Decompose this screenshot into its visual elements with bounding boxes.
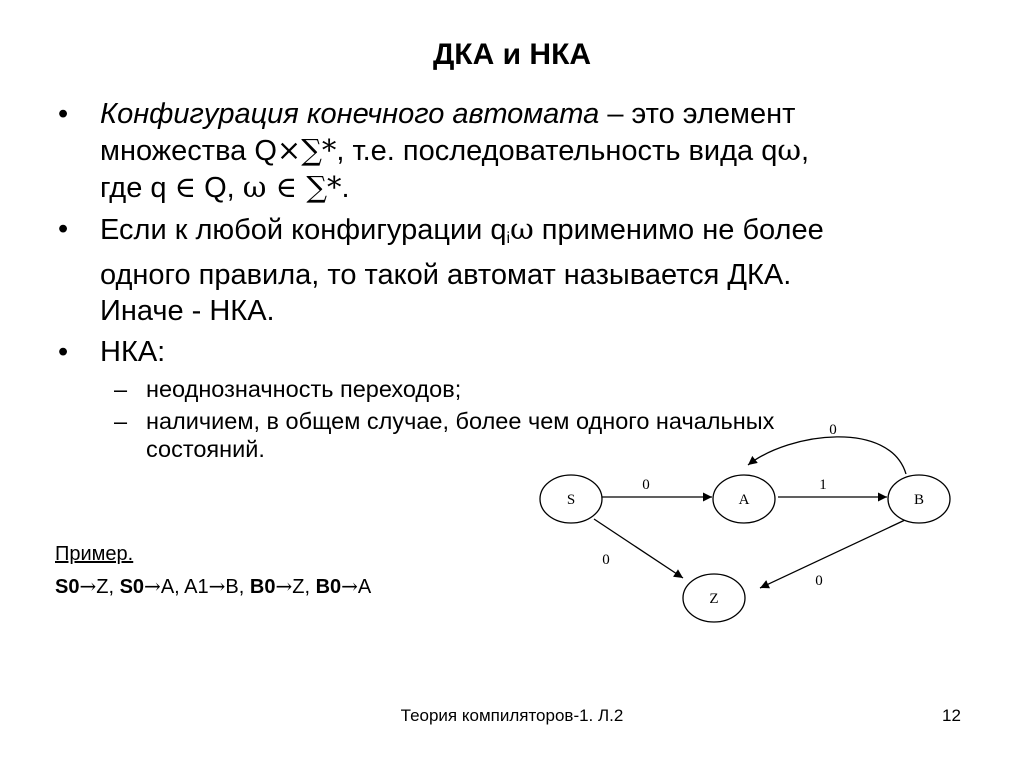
- rule-lhs: B0: [315, 576, 342, 598]
- bullet-list: • Конфигурация конечного автомата – это …: [58, 96, 958, 463]
- rule: B0→A: [315, 574, 372, 598]
- example-rules: S0→Z, S0→A, A1→B, B0→Z, B0→A: [55, 570, 371, 603]
- state-b-node: [887, 474, 951, 524]
- page-number: 12: [942, 706, 961, 725]
- bullet-marker: •: [58, 336, 69, 368]
- transition-b-z-arrow: [759, 519, 906, 589]
- arrow-icon: →: [341, 574, 358, 598]
- state-b-label: B: [914, 492, 924, 508]
- rule-lhs: S0: [119, 576, 145, 598]
- term-configuration: Конфигурация конечного автомата: [100, 98, 600, 130]
- sigma-star-symbol: ∑*: [301, 133, 337, 167]
- transition-s-a-label: 0: [642, 477, 650, 493]
- state-s-node: [539, 474, 603, 524]
- omega-symbol: ω: [510, 212, 534, 246]
- rule-separator: ,: [174, 576, 185, 598]
- bullet-line: одного правила, то такой автомат называе…: [100, 259, 792, 291]
- arrow-icon: →: [275, 574, 293, 598]
- arrow-icon: →: [79, 574, 97, 598]
- example-block: Пример. S0→Z, S0→A, A1→B, B0→Z, B0→A: [55, 538, 371, 603]
- sigma-star-symbol: ∑*: [306, 170, 342, 204]
- bullet-line: множества Q×∑*, т.е. последовательность …: [100, 132, 958, 169]
- transition-s-z-label: 0: [602, 552, 610, 568]
- rule-rhs: B: [225, 576, 239, 598]
- slide-title: ДКА и НКА: [432, 38, 592, 71]
- text-segment: , т.е. последовательность вида q: [336, 135, 778, 167]
- sub-item-ambiguity: – неоднозначность переходов;: [58, 375, 958, 403]
- sub-item-line: неоднозначность переходов;: [146, 376, 462, 402]
- rule-rhs: A: [160, 576, 175, 598]
- state-a-label: A: [739, 492, 750, 508]
- times-symbol: ×: [276, 133, 302, 167]
- sub-item-line: наличием, в общем случае, более чем одно…: [146, 408, 775, 434]
- dash-marker: –: [114, 408, 128, 434]
- bullet-configuration: • Конфигурация конечного автомата – это …: [58, 96, 958, 206]
- bullet-line: Конфигурация конечного автомата – это эл…: [100, 96, 958, 132]
- arrow-icon: →: [144, 574, 161, 598]
- rule: A1→B,: [184, 574, 250, 598]
- bullet-marker: •: [58, 213, 69, 245]
- rule: S0→A,: [119, 574, 185, 598]
- example-label: Пример.: [55, 543, 134, 565]
- state-z-label: Z: [709, 591, 718, 607]
- rule-rhs: Z: [292, 576, 305, 598]
- text-segment: Если к любой конфигурации q: [100, 214, 507, 246]
- element-of-symbol: ∈: [266, 170, 307, 204]
- state-s-label: S: [567, 492, 575, 508]
- bullet-dfa-definition: • Если к любой конфигурации qiω применим…: [58, 211, 958, 329]
- text-segment: где q: [100, 172, 175, 204]
- bullet-line: НКА:: [100, 336, 166, 368]
- rule-separator: ,: [238, 576, 250, 598]
- dash-marker: –: [114, 376, 128, 402]
- text-segment: Q,: [196, 172, 243, 204]
- element-of-symbol: ∈: [174, 170, 197, 204]
- bullet-nfa: • НКА:: [58, 334, 958, 370]
- bullet-marker: •: [58, 98, 69, 130]
- rule-rhs: A: [357, 576, 372, 598]
- omega-symbol: ω: [242, 170, 267, 204]
- text-segment: ,: [801, 135, 810, 167]
- text-segment: применимо не более: [533, 214, 824, 246]
- transition-s-z-arrow: [593, 518, 684, 579]
- transition-b-z-label: 0: [815, 573, 823, 589]
- transition-b-a-arrow: [747, 436, 907, 475]
- rule-lhs: A1: [184, 576, 209, 598]
- omega-symbol: ω: [777, 133, 801, 167]
- footer-course-title: Теория компиляторов-1. Л.2: [400, 706, 624, 725]
- transition-a-b-label: 1: [819, 477, 827, 493]
- text-segment: – это элемент: [599, 98, 796, 130]
- bullet-line: Если к любой конфигурации qiω применимо …: [100, 211, 958, 257]
- subscript-i: i: [506, 230, 511, 247]
- rule-separator: ,: [304, 576, 316, 598]
- rule-lhs: S0: [55, 576, 80, 598]
- arrow-icon: →: [208, 574, 226, 598]
- sub-item-initial-states: – наличием, в общем случае, более чем од…: [58, 407, 958, 463]
- rule-lhs: B0: [249, 576, 276, 598]
- state-a-node: [712, 474, 776, 524]
- bullet-line: Иначе - НКА.: [100, 295, 275, 327]
- rule: B0→Z,: [249, 574, 316, 598]
- rule-rhs: Z: [96, 576, 109, 598]
- text-segment: множества Q: [100, 135, 277, 167]
- sub-item-line: состояний.: [146, 436, 265, 462]
- transition-b-a-label: 0: [829, 422, 837, 438]
- rule-separator: ,: [108, 576, 120, 598]
- rule: S0→Z,: [55, 574, 120, 598]
- bullet-line: где q ∈ Q, ω ∈ ∑*.: [100, 169, 958, 206]
- state-z-node: [682, 573, 746, 623]
- text-segment: .: [341, 172, 350, 204]
- automaton-diagram: 0 1 0 0 0 S A B Z: [539, 422, 951, 623]
